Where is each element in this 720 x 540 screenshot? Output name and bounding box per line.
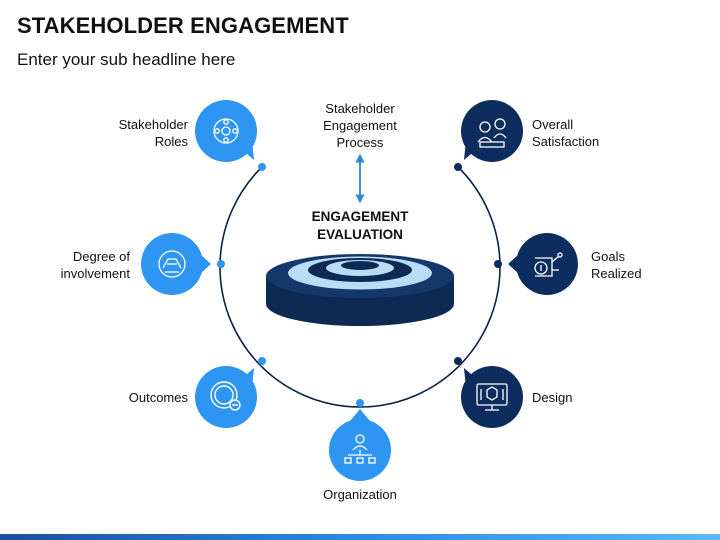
label-goals-realized: Goals Realized	[591, 249, 642, 281]
node-outcomes[interactable]	[195, 366, 257, 428]
handshake-icon	[158, 250, 186, 278]
ring-dot-outcomes	[258, 357, 266, 365]
label-design: Design	[532, 390, 573, 405]
label-degree-of-involvement: Degree of involvement	[60, 249, 130, 281]
target-icon	[266, 254, 454, 326]
ring-dot-design	[454, 357, 462, 365]
label-overall-satisfaction: Overall Satisfaction	[532, 117, 600, 149]
center-title: ENGAGEMENT EVALUATION	[311, 209, 409, 242]
node-design[interactable]	[461, 366, 523, 428]
ring-dot-stakeholder-roles	[258, 163, 266, 171]
node-goals-realized[interactable]	[508, 233, 578, 295]
ring-dot-degree-of-involvement	[217, 260, 225, 268]
footer-accent-bar	[0, 534, 720, 540]
ring-dot-organization	[356, 399, 364, 407]
process-label: Stakeholder Engagement Process	[323, 101, 397, 150]
node-organization[interactable]	[329, 409, 391, 481]
ring-dot-overall-satisfaction	[454, 163, 462, 171]
satisfaction-icon	[477, 118, 507, 148]
label-outcomes: Outcomes	[128, 390, 188, 405]
node-stakeholder-roles[interactable]	[195, 100, 257, 162]
team-roles-icon	[213, 118, 239, 144]
node-degree-of-involvement[interactable]	[141, 233, 211, 295]
goals-icon	[534, 252, 563, 277]
node-overall-satisfaction[interactable]	[461, 100, 523, 162]
ring-dot-goals-realized	[494, 260, 502, 268]
org-chart-icon	[344, 434, 376, 464]
label-organization: Organization	[323, 487, 397, 502]
label-stakeholder-roles: Stakeholder Roles	[118, 117, 188, 149]
design-monitor-icon	[476, 383, 508, 411]
outcome-cycle-icon	[210, 381, 241, 411]
page-subtitle: Enter your sub headline here	[17, 50, 236, 69]
page-title: STAKEHOLDER ENGAGEMENT	[17, 13, 349, 38]
